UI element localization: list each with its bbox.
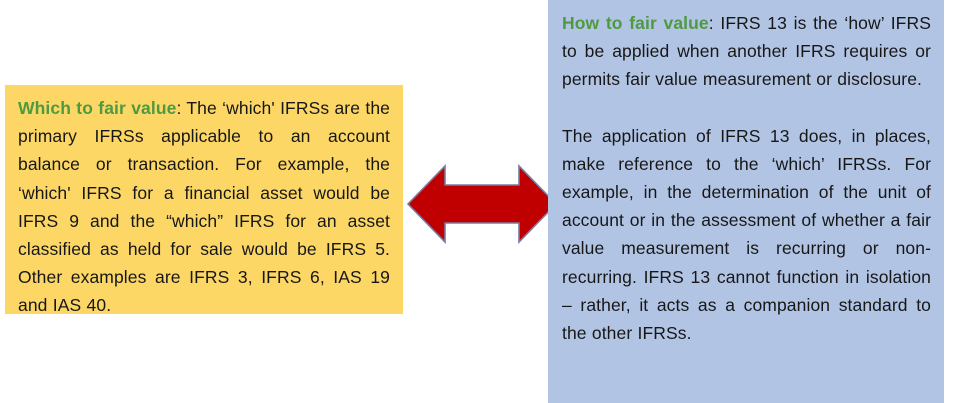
how-to-fair-value-panel: How to fair value: IFRS 13 is the ‘how’ … (548, 0, 944, 403)
which-panel-heading-separator: : (176, 98, 187, 118)
how-panel-paragraph-1: How to fair value: IFRS 13 is the ‘how’ … (562, 9, 931, 94)
arrow-polygon (406, 164, 558, 244)
which-panel-heading: Which to fair value (18, 98, 177, 118)
which-panel-paragraph: Which to fair value: The ‘which' IFRSs a… (18, 94, 390, 320)
double-headed-arrow-shape (406, 164, 558, 244)
how-panel-heading: How to fair value (562, 13, 709, 33)
how-panel-paragraph-2: The application of IFRS 13 does, in plac… (562, 122, 931, 348)
which-to-fair-value-panel: Which to fair value: The ‘which' IFRSs a… (5, 85, 403, 315)
how-panel-body-text-1: IFRS 13 is the ‘how’ IFRS to be applied … (562, 13, 931, 90)
how-panel-body-text-2: The application of IFRS 13 does, in plac… (562, 125, 931, 344)
double-headed-arrow-icon (406, 161, 558, 247)
how-panel-heading-separator: : (708, 13, 721, 33)
paragraph-spacer (562, 94, 931, 122)
which-panel-body-text: The ‘which' IFRSs are the primary IFRSs … (18, 98, 390, 316)
